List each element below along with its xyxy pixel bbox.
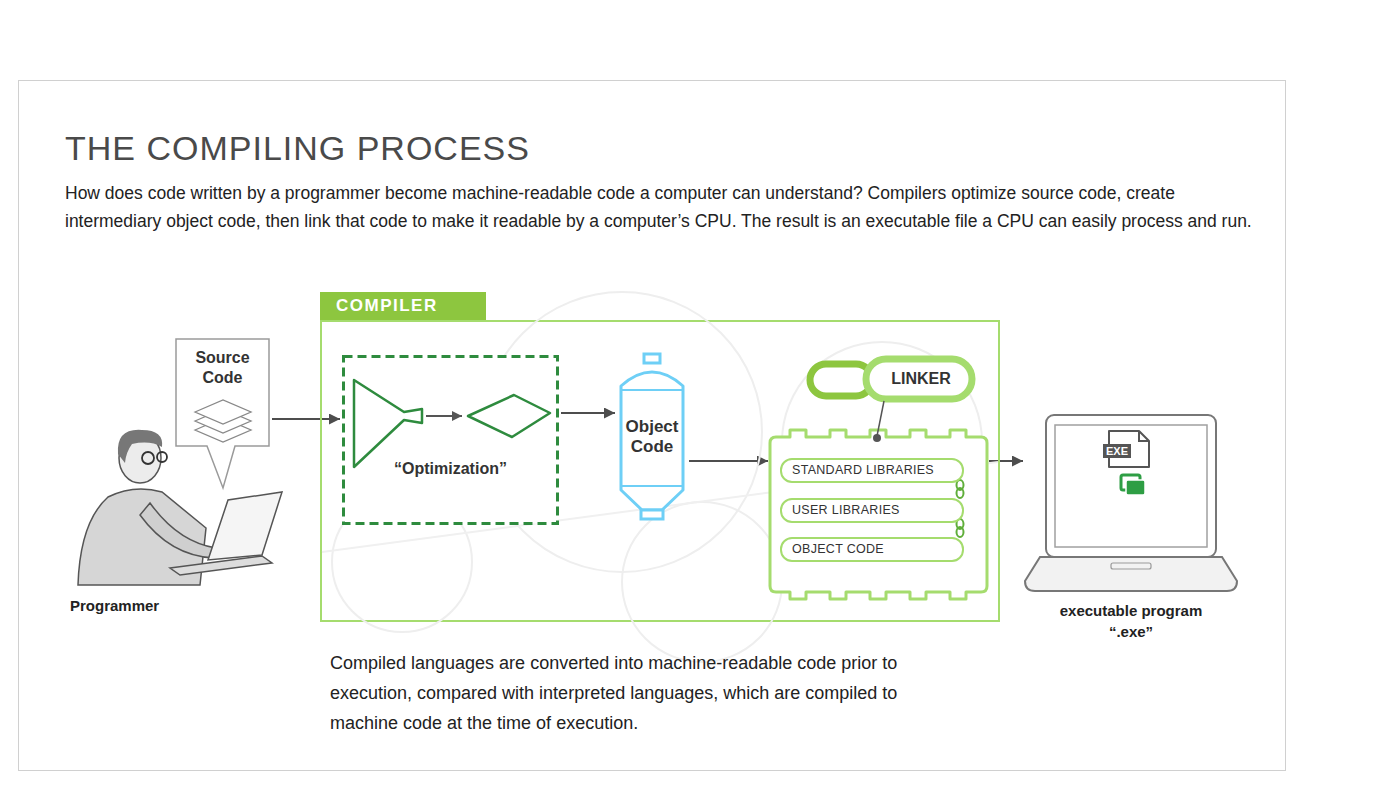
programmer-laptop	[208, 492, 282, 560]
paper-sheet	[195, 400, 251, 424]
node-shape	[1025, 413, 1237, 593]
page-title: THE COMPILING PROCESS	[65, 128, 530, 168]
text-holder: executable program “.exe”	[1046, 600, 1216, 642]
hopper-cap	[644, 354, 660, 363]
programmer-figure	[78, 430, 282, 585]
text-holder: OBJECT CODE	[782, 539, 884, 560]
text-holder: USER LIBRARIES	[782, 500, 900, 521]
text-holder: Source Code	[177, 348, 268, 388]
node-label: executable program “.exe”	[1046, 600, 1216, 642]
text-holder: STANDARD LIBRARIES	[782, 460, 934, 481]
library-pill: OBJECT CODE	[780, 537, 964, 562]
chain-link	[866, 359, 972, 399]
chain-ring	[957, 527, 964, 537]
speech-bubble	[176, 339, 269, 488]
library-pill: STANDARD LIBRARIES	[780, 458, 964, 483]
text-holder: Programmer	[70, 596, 230, 616]
node-shape	[342, 355, 559, 525]
text-holder: How does code written by a programmer be…	[65, 180, 1265, 235]
pill-label: USER LIBRARIES	[792, 500, 900, 521]
linker-heading: LINKER	[889, 367, 953, 391]
linker-box-outline	[770, 430, 987, 599]
leader-dot	[873, 434, 881, 442]
hopper-band	[621, 390, 683, 486]
pill-label: STANDARD LIBRARIES	[792, 460, 934, 481]
node-label: Object Code	[621, 417, 683, 457]
laptop-base	[1025, 557, 1237, 591]
programmer-hair	[118, 430, 162, 463]
text-holder: THE COMPILING PROCESS	[65, 128, 965, 168]
hopper-body	[621, 372, 683, 510]
text-holder: LINKER	[874, 367, 968, 391]
text-holder: Object Code	[621, 417, 683, 457]
linker-box: LINKERSTANDARD LIBRARIESUSER LIBRARIESOB…	[770, 427, 987, 602]
executable-laptop: EXEexecutable program “.exe”	[1025, 413, 1237, 593]
frame-heading: COMPILER	[336, 292, 438, 320]
node-label: “Optimization”	[394, 459, 507, 479]
source-code-doc: Source Code	[175, 338, 270, 446]
compiler-tab: COMPILER	[320, 292, 486, 320]
programmer-arm	[140, 503, 216, 558]
figure-label: Programmer	[70, 596, 159, 616]
node-label: Source Code	[177, 348, 268, 388]
file-type-tag: EXE	[1103, 444, 1131, 458]
flow-arrow	[561, 412, 615, 414]
card-frame	[19, 81, 1286, 771]
inner-arrow	[426, 415, 462, 417]
programmer-laptop-base	[170, 556, 272, 575]
laptop-screen	[1055, 425, 1207, 547]
leader-line	[877, 401, 884, 436]
compiler-frame: COMPILER“Optimization”Object CodeLINKERS…	[320, 320, 1000, 622]
funnel-shape	[354, 380, 422, 467]
window-icon	[1126, 480, 1145, 495]
chain-ring	[957, 488, 964, 498]
file-fold	[1139, 431, 1149, 441]
dashed-box	[344, 357, 558, 524]
diamond-shape	[468, 395, 550, 437]
optimization-box: “Optimization”	[342, 355, 559, 525]
flow-arrow	[689, 460, 768, 462]
laptop-lid	[1046, 415, 1216, 557]
pill-label: OBJECT CODE	[792, 539, 884, 560]
flow-arrow	[272, 418, 340, 420]
text-holder: Compiled languages are converted into ma…	[330, 648, 970, 738]
object-code-hopper: Object Code	[617, 352, 687, 524]
programmer-glasses	[157, 452, 167, 462]
library-pill: USER LIBRARIES	[780, 498, 964, 523]
intro-text: How does code written by a programmer be…	[65, 180, 1265, 235]
laptop-trackpad	[1111, 563, 1151, 569]
hopper-foot	[641, 510, 663, 519]
caption-note: Compiled languages are converted into ma…	[330, 648, 970, 738]
text-holder: EXE	[1103, 441, 1131, 459]
text-holder: “Optimization”	[342, 459, 559, 479]
programmer-glasses	[142, 452, 154, 464]
gear-outline	[622, 502, 782, 662]
